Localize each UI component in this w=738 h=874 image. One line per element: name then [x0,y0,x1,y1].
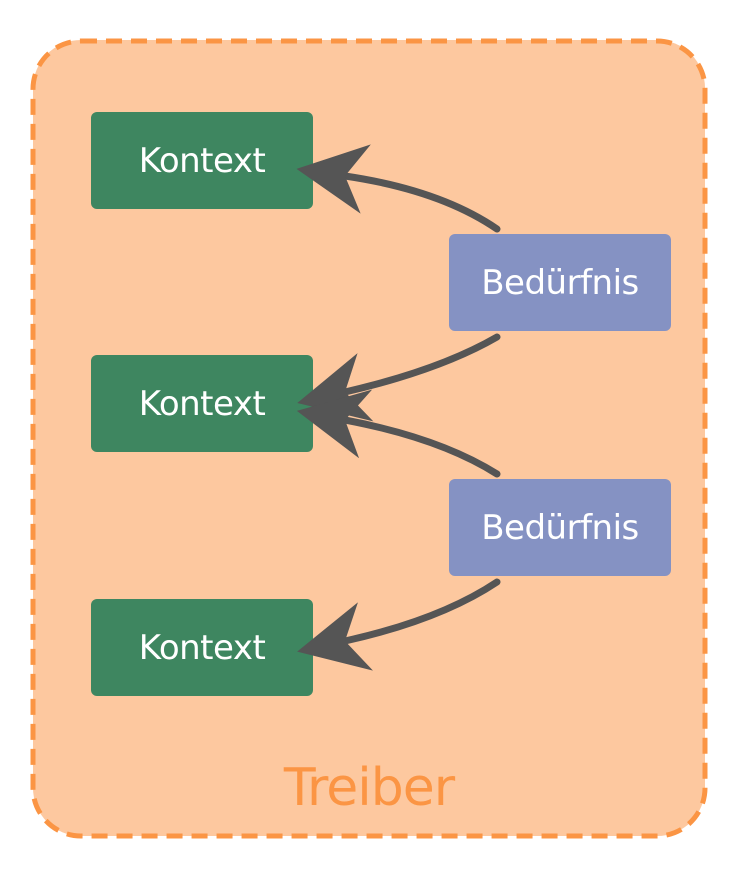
arrow-need2-to-context2 [296,389,501,478]
kontext-label-3: Kontext [138,627,266,668]
beduerfnis-box-2: Bedürfnis [449,479,671,576]
arrow-need1-to-context1 [296,144,501,233]
treiber-label: Treiber [283,758,455,818]
kontext-box-1: Kontext [91,112,313,209]
kontext-box-2: Kontext [91,355,313,452]
arrow-need1-to-context2 [297,333,501,422]
beduerfnis-label-1: Bedürfnis [481,262,639,303]
arrow-need2-to-context3 [297,578,501,671]
beduerfnis-box-1: Bedürfnis [449,234,671,331]
kontext-box-3: Kontext [91,599,313,696]
beduerfnis-label-2: Bedürfnis [481,507,639,548]
kontext-label-2: Kontext [138,383,266,424]
kontext-label-1: Kontext [138,140,266,181]
